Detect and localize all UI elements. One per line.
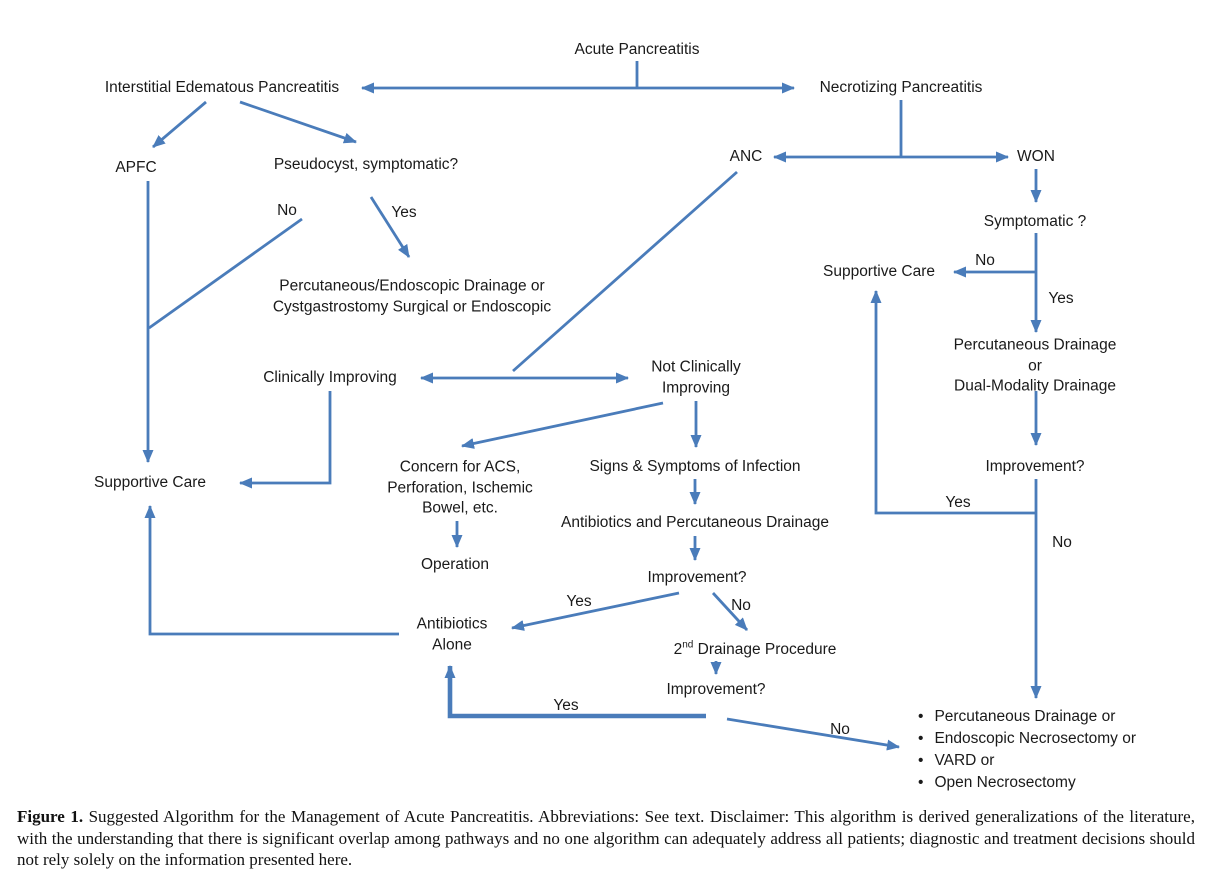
node-anc: ANC [729,147,763,165]
label-improvement-bottom-yes: Yes [553,696,579,714]
list-item: • VARD or [918,750,1136,772]
arrow-improvement-no-to-2nd-drainage [711,592,749,631]
node-percutaneous-endoscopic-drainage: Percutaneous/Endoscopic Drainage or Cyst… [272,277,552,316]
arrow-clinically-to-supportive [239,391,332,489]
arrow-pseudocyst-yes-to-drainage [369,196,411,258]
bullet-icon: • [918,752,924,769]
line-pseudocyst-no-merge [148,217,303,330]
bullet-icon: • [918,774,924,791]
line-anc-diagonal [512,170,738,373]
node-antibiotics-alone: Antibiotics Alone [416,615,488,654]
label-pseudocyst-yes: Yes [391,203,417,221]
node-signs-symptoms-infection: Signs & Symptoms of Infection [589,457,801,475]
list-item: • Open Necrosectomy [918,772,1136,794]
label-improvement-bottom-no: No [830,720,850,738]
node-interstitial-edematous: Interstitial Edematous Pancreatitis [104,78,340,96]
final-options-list: • Percutaneous Drainage or • Endoscopic … [918,706,1136,794]
label-symptomatic-no: No [975,251,995,269]
arrow-improvement-yes-to-antibiotics-alone [511,591,680,631]
node-improvement-right: Improvement? [985,457,1085,475]
node-percutaneous-dual-modality: Percutaneous Drainage or Dual-Modality D… [953,336,1117,395]
arrow-notclinically-to-concern [461,401,664,449]
node-acute-pancreatitis: Acute Pancreatitis [574,40,700,58]
list-item: • Endoscopic Necrosectomy or [918,728,1136,750]
arrow-antibiotics-alone-to-supportive [144,505,399,636]
node-won: WON [1017,147,1055,165]
node-apfc: APFC [115,158,157,176]
label-improvement-right-yes: Yes [945,493,971,511]
arrow-improvement-yes-to-supportive [870,290,1036,515]
node-improvement-bottom: Improvement? [666,680,766,698]
list-item: • Percutaneous Drainage or [918,706,1136,728]
2nd-drainage-number: 2 [673,640,683,658]
figure-caption-text: Suggested Algorithm for the Management o… [17,807,1195,870]
node-not-clinically-improving: Not Clinically Improving [651,358,741,397]
label-improvement-right-no: No [1052,533,1072,551]
figure-caption: Figure 1. Suggested Algorithm for the Ma… [17,806,1195,871]
label-symptomatic-yes: Yes [1048,289,1074,307]
node-clinically-improving: Clinically Improving [263,368,397,386]
arrow-improvement2-yes-to-antibiotics-alone [444,665,706,719]
2nd-drainage-ordinal: nd [682,639,694,651]
node-supportive-care-right: Supportive Care [822,262,936,280]
node-symptomatic: Symptomatic ? [983,212,1087,230]
node-operation: Operation [420,555,490,573]
node-antibiotics-percutaneous-drainage: Antibiotics and Percutaneous Drainage [561,513,829,531]
option-vard: VARD or [934,752,995,769]
label-improvement-mid-yes: Yes [566,592,592,610]
option-endoscopic-necrosectomy: Endoscopic Necrosectomy or [934,730,1137,747]
node-improvement-mid: Improvement? [647,568,747,586]
node-2nd-drainage-procedure: 2nd Drainage Procedure [674,640,837,661]
node-necrotizing-pancreatitis: Necrotizing Pancreatitis [819,78,983,96]
node-supportive-care-left: Supportive Care [93,473,207,491]
label-pseudocyst-no: No [277,201,297,219]
figure-caption-label: Figure 1. [17,807,84,826]
option-percutaneous-drainage: Percutaneous Drainage or [934,708,1116,725]
bullet-icon: • [918,730,924,747]
label-improvement-mid-no: No [731,596,751,614]
node-concern-acs: Concern for ACS, Perforation, Ischemic B… [387,458,533,517]
arrow-interstitial-to-apfc [152,100,207,149]
node-pseudocyst-symptomatic: Pseudocyst, symptomatic? [273,155,459,173]
2nd-drainage-text: Drainage Procedure [693,640,837,658]
bullet-icon: • [918,708,924,725]
arrow-improvement2-no-to-options [726,717,900,751]
option-open-necrosectomy: Open Necrosectomy [934,774,1076,791]
arrow-interstitial-to-pseudocyst [239,100,357,144]
